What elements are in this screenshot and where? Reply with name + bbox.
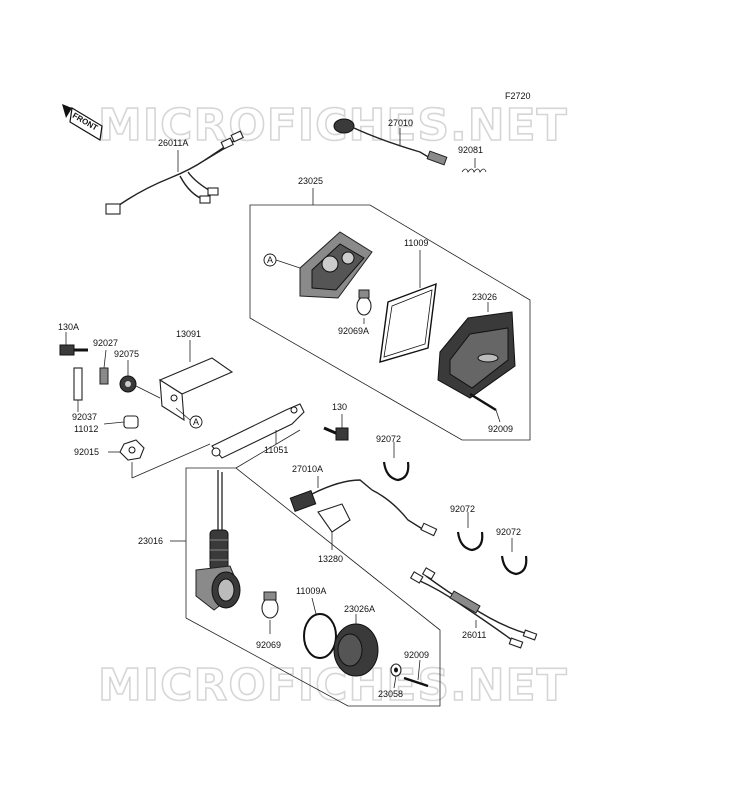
grommet-92075 [119,360,137,393]
label-92009a: 92009 [488,424,513,434]
washer-23058 [390,663,402,689]
collar-92037 [73,367,83,412]
label-130A: 130A [58,322,79,332]
switch-27010 [333,118,448,166]
label-92075: 92075 [114,349,139,359]
spacer-92027 [99,349,109,385]
front-arrow-icon: FRONT [62,104,103,141]
cap-11012 [103,415,139,429]
label-26011: 26011 [462,630,486,640]
bracket-13091 [158,340,234,422]
label-11009: 11009 [404,238,428,248]
bulb-92069A [356,289,372,324]
label-27010: 27010 [388,118,413,128]
turn-signal-stalk [195,470,241,611]
nut-92015 [108,439,145,461]
watermark-top: MICROFICHES.NET [98,100,568,151]
bolt-130 [323,414,349,441]
ring-11009A [303,597,337,659]
label-11051: 11051 [264,445,288,455]
label-13091: 13091 [176,329,201,339]
label-11012: 11012 [74,424,98,434]
ref-marker-a-bottom [189,415,203,429]
lens-23026 [437,302,516,412]
label-27010A: 27010A [292,464,323,474]
clamp-92072c [500,538,528,576]
light-base [299,231,373,299]
label-92069: 92069 [256,640,281,650]
label-92072c: 92072 [496,527,521,537]
label-92069A: 92069A [338,326,369,336]
label-92037: 92037 [72,412,97,422]
label-92027: 92027 [93,338,118,348]
label-23026: 23026 [472,292,497,302]
clamp-92072a [382,442,410,482]
label-26011A: 26011A [158,138,188,148]
bolt-130A [59,332,88,356]
label-92072a: 92072 [376,434,401,444]
label-92009b: 92009 [404,650,429,660]
label-92015: 92015 [74,447,99,457]
label-13280: 13280 [318,554,343,564]
figure-code: F2720 [505,91,531,101]
label-11009A: 11009A [296,586,326,596]
spring-92081 [461,158,487,173]
label-92081: 92081 [458,145,483,155]
harness-26011A [105,130,244,215]
ref-marker-a-bottom-label: A [193,417,199,427]
bulb-92069 [261,591,279,634]
watermark-bottom: MICROFICHES.NET [98,660,568,711]
label-23016: 23016 [138,536,163,546]
holder-13280 [317,503,351,550]
clamp-92072b [456,512,484,552]
label-23026A: 23026A [344,604,375,614]
label-23025: 23025 [298,176,323,186]
assembly-box-23025 [249,204,531,441]
ref-marker-a-top-label: A [267,255,273,265]
lens-23026A [333,614,379,677]
stay-11051 [211,403,305,459]
switch-27010A [289,476,438,537]
screw-92009b [403,659,429,688]
label-23058: 23058 [378,689,403,699]
gasket-11009 [379,250,437,363]
label-130: 130 [332,402,347,412]
harness-26011 [409,567,538,649]
label-92072b: 92072 [450,504,475,514]
